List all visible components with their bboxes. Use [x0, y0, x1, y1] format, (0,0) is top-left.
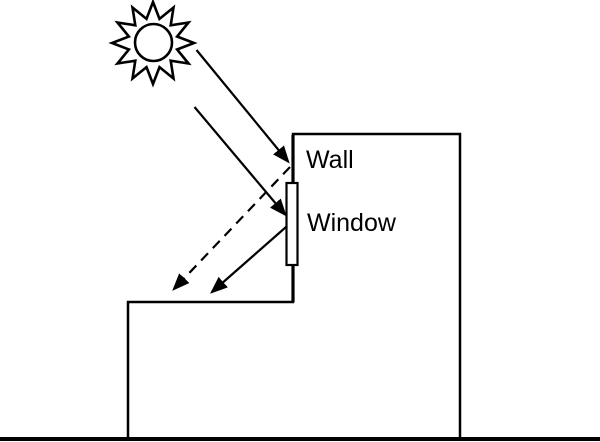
- sun-core: [133, 22, 174, 63]
- sun-icon: [108, 0, 198, 88]
- reflected-ray-solid: [210, 222, 291, 294]
- wall-label: Wall: [306, 146, 354, 174]
- incident-ray-to-wall: [195, 49, 290, 164]
- window-label: Window: [307, 209, 397, 237]
- window-frame: [285, 181, 299, 267]
- incident-ray-to-window: [193, 106, 287, 217]
- sun-burst: [108, 0, 198, 88]
- reflected-ray-dashed: [172, 166, 291, 291]
